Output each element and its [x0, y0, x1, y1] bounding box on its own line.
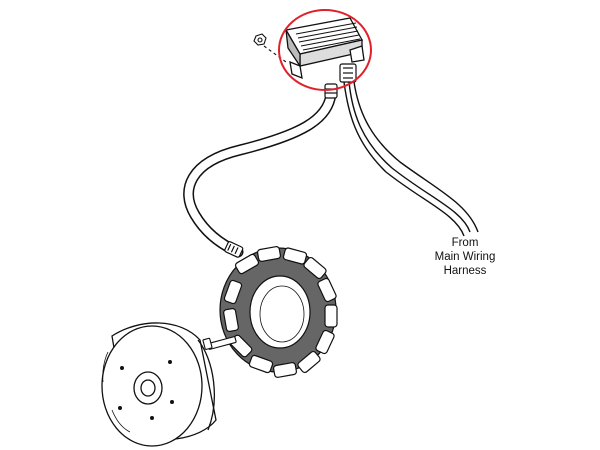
- main-harness-wires: [343, 81, 479, 237]
- voltage-regulator: [284, 17, 365, 80]
- stator-connector: [324, 83, 338, 99]
- label-line-1: From: [451, 237, 479, 249]
- label-line-2: Main Wiring: [434, 251, 496, 263]
- label-line-3: Harness: [443, 265, 487, 277]
- stator-bolt: [202, 336, 237, 350]
- regulator-highlight: [278, 9, 372, 91]
- mounting-nut: [253, 33, 287, 63]
- stator-cable-plug: [224, 241, 244, 258]
- rotor: [101, 322, 217, 447]
- main-wiring-harness-label: From Main Wiring Harness: [415, 236, 515, 278]
- regulator-connector: [339, 63, 357, 83]
- stator-cable-core: [184, 90, 335, 256]
- stator: [219, 246, 338, 378]
